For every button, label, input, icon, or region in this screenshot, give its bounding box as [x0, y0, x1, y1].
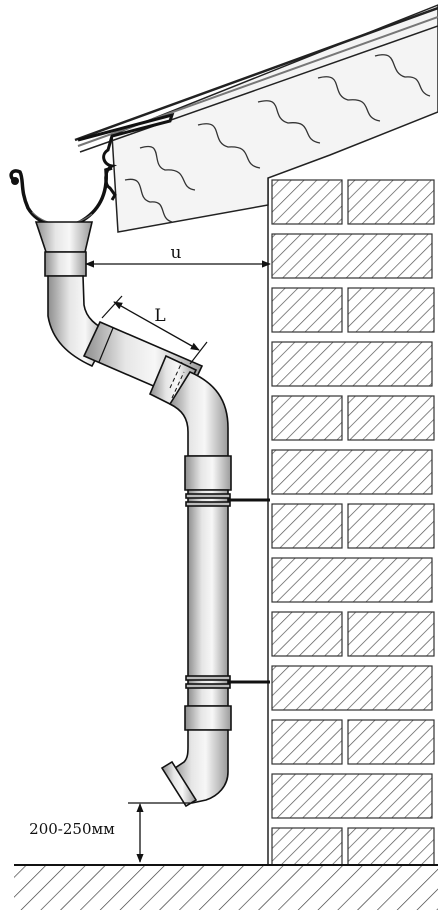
brick	[347, 719, 435, 765]
brick	[271, 665, 433, 711]
brick	[271, 827, 343, 867]
ground-clearance-dimension: 200-250мм	[29, 802, 190, 863]
brick	[347, 827, 435, 867]
brick	[347, 395, 435, 441]
brick	[271, 719, 343, 765]
ground	[14, 864, 438, 910]
funnel	[34, 221, 94, 253]
brick	[347, 287, 435, 333]
ground-clearance-label: 200-250мм	[29, 820, 115, 838]
brick	[271, 341, 433, 387]
brick	[271, 557, 433, 603]
downpipe	[44, 251, 232, 808]
brick	[271, 503, 343, 549]
brick	[271, 773, 433, 819]
brick	[271, 233, 433, 279]
brick-wall	[267, 120, 438, 867]
brick	[271, 179, 343, 225]
brick	[347, 503, 435, 549]
brick	[347, 611, 435, 657]
brick	[271, 449, 433, 495]
brick	[347, 179, 435, 225]
brick	[271, 395, 343, 441]
offset-label: u	[171, 243, 182, 263]
length-dimension: L	[101, 295, 208, 365]
brick	[271, 611, 343, 657]
length-label: L	[154, 306, 165, 326]
brick	[271, 287, 343, 333]
pipe-brackets	[228, 498, 270, 684]
offset-dimension: u	[85, 243, 271, 268]
